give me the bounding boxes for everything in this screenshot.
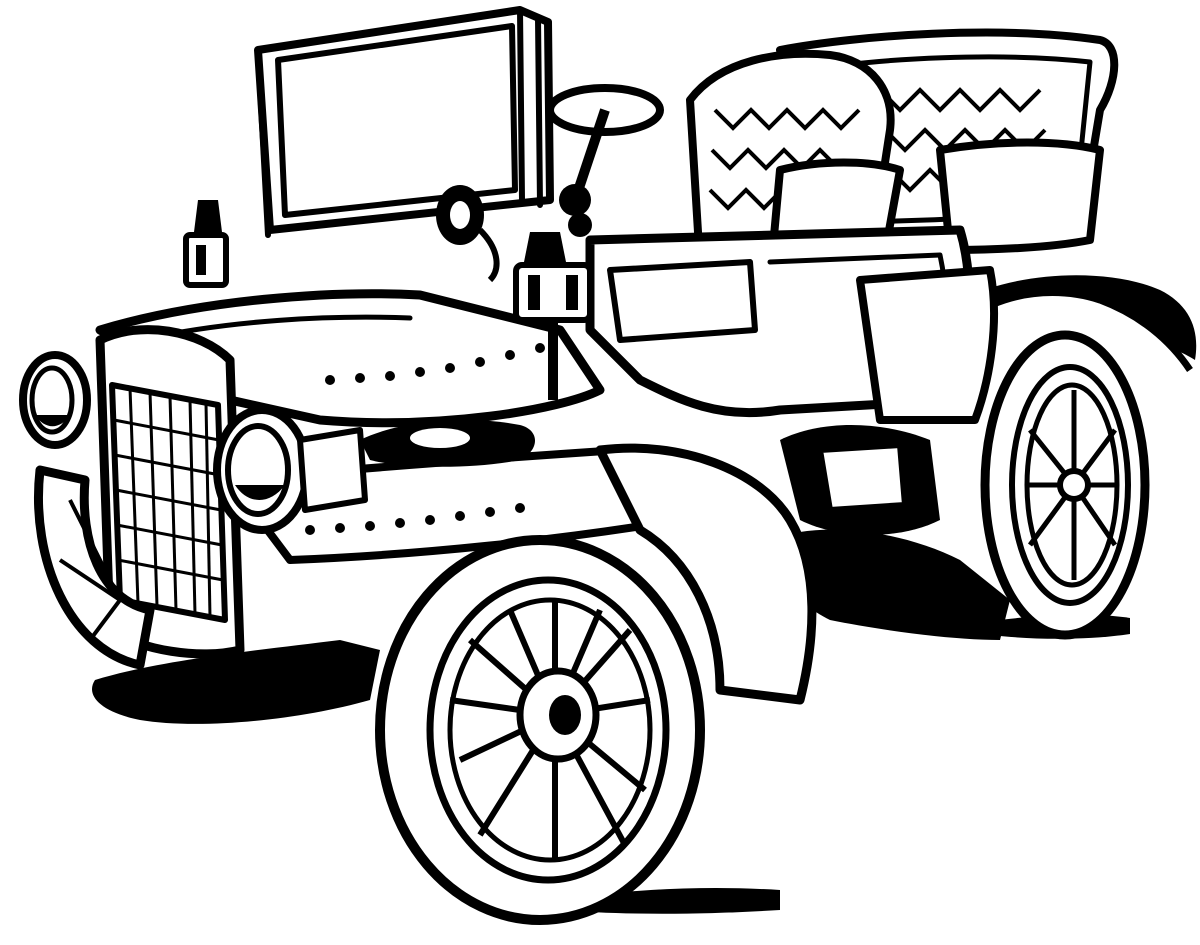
rear-wheel	[980, 330, 1150, 640]
grille-mesh	[113, 387, 224, 618]
chassis-rivets	[305, 503, 525, 535]
steering-assembly	[546, 84, 664, 237]
headlamp-left	[19, 351, 91, 449]
side-lantern-left	[183, 200, 229, 288]
side-lantern-right	[513, 232, 593, 400]
hood-rivets	[325, 343, 545, 385]
hood-ornament	[360, 420, 535, 467]
windshield	[254, 6, 554, 238]
front-fender	[595, 443, 817, 705]
front-right-wheel	[375, 535, 705, 925]
car-body	[585, 225, 998, 424]
horn-icon	[436, 185, 500, 283]
headlamp-right	[213, 406, 368, 534]
front-left-wheel	[34, 465, 155, 670]
